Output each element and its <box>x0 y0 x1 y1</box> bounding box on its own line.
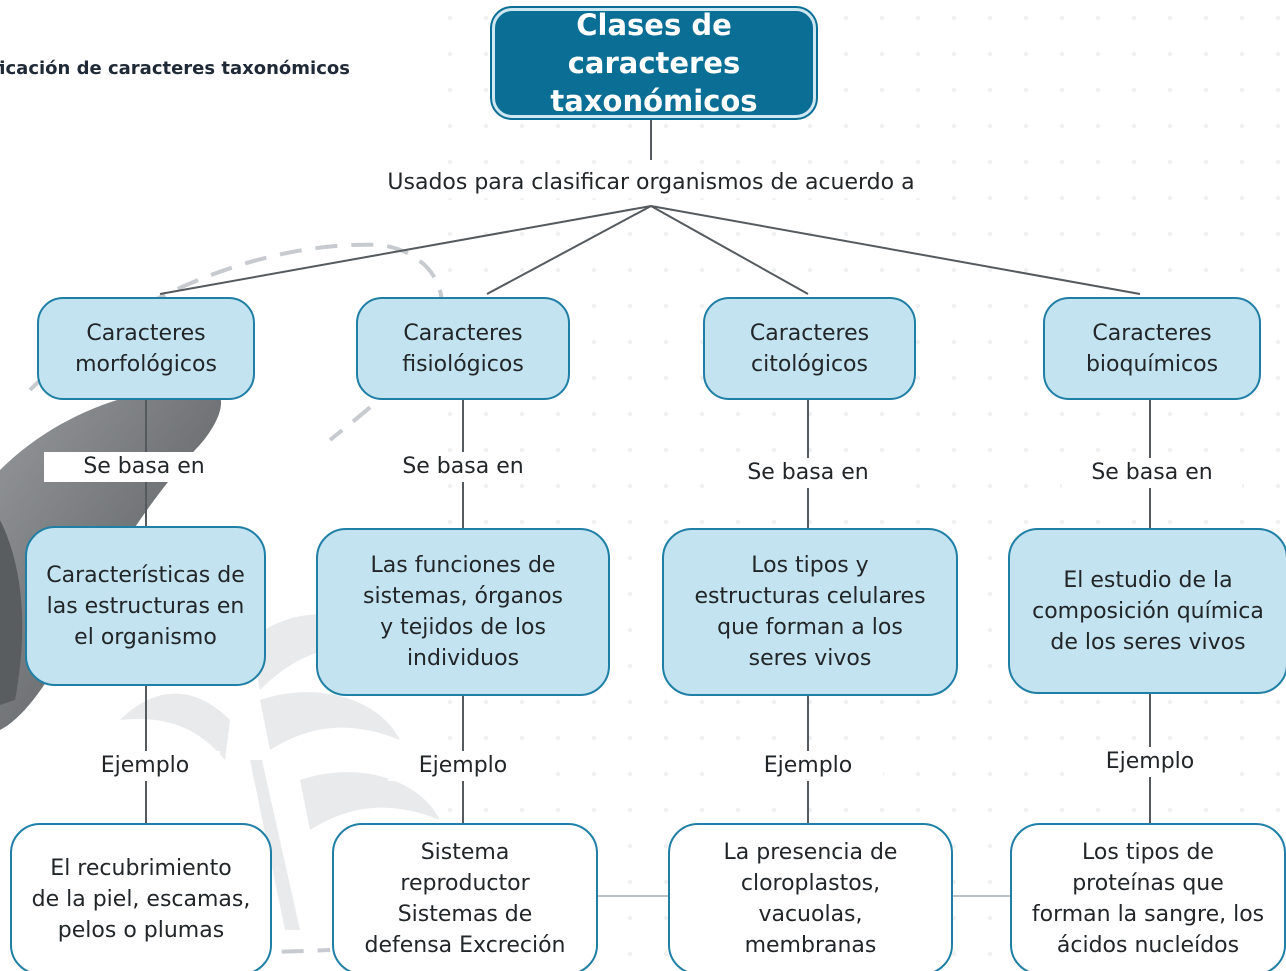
branch-line-3 <box>650 205 809 295</box>
category-label: Caracteres citológicos <box>749 320 870 377</box>
example-label: Los tipos de proteínas que forman la san… <box>1031 840 1265 958</box>
figure-caption: ificación de caracteres taxonómicos <box>0 58 350 79</box>
link-label-se-basa-en: Se basa en <box>718 458 898 488</box>
description-node-fisiologicos: Las funciones de sistemas, órganos y tej… <box>316 528 610 696</box>
link-label-ejemplo: Ejemplo <box>1075 747 1225 777</box>
description-node-morfologicos: Características de las estructuras en el… <box>25 526 266 686</box>
branch-line-1 <box>159 205 652 295</box>
link-label-ejemplo: Ejemplo <box>388 751 538 781</box>
example-node-morfologicos: El recubrimiento de la piel, escamas, pe… <box>10 823 272 971</box>
leaf-tip <box>0 520 23 705</box>
branch-line-4 <box>650 205 1141 295</box>
description-label: El estudio de la composición química de … <box>1032 567 1264 655</box>
example-label: El recubrimiento de la piel, escamas, pe… <box>31 855 251 943</box>
link-label-ejemplo: Ejemplo <box>733 751 883 781</box>
link-label-se-basa-en: Se basa en <box>44 452 244 482</box>
category-label: Caracteres bioquímicos <box>1085 320 1219 377</box>
category-label: Caracteres morfológicos <box>75 320 217 377</box>
example-node-citologicos: La presencia de cloroplastos, vacuolas, … <box>668 823 953 971</box>
link-label-ejemplo: Ejemplo <box>70 751 220 781</box>
category-node-morfologicos: Caracteres morfológicos <box>37 297 255 400</box>
description-label: Las funciones de sistemas, órganos y tej… <box>363 553 563 671</box>
title-node: Clases de caracteres taxonómicos <box>492 8 816 118</box>
description-node-bioquimicos: El estudio de la composición química de … <box>1008 528 1286 694</box>
description-label: Los tipos y estructuras celulares que fo… <box>694 553 926 671</box>
example-label: La presencia de cloroplastos, vacuolas, … <box>723 840 898 958</box>
example-label: Sistema reproductor Sistemas de defensa … <box>364 840 566 958</box>
link-label-se-basa-en: Se basa en <box>373 452 553 482</box>
root-link-label: Usados para clasificar organismos de acu… <box>360 168 942 198</box>
example-node-bioquimicos: Los tipos de proteínas que forman la san… <box>1010 823 1286 971</box>
category-node-citologicos: Caracteres citológicos <box>703 297 916 400</box>
dashed-arc-bottom <box>29 948 331 962</box>
palm-silhouette <box>120 614 440 930</box>
category-label: Caracteres fisiológicos <box>402 320 524 377</box>
link-label-se-basa-en: Se basa en <box>1062 458 1242 488</box>
description-label: Características de las estructuras en el… <box>46 562 245 650</box>
branch-line-2 <box>486 205 652 295</box>
category-node-bioquimicos: Caracteres bioquímicos <box>1043 297 1261 400</box>
category-node-fisiologicos: Caracteres fisiológicos <box>356 297 570 400</box>
description-node-citologicos: Los tipos y estructuras celulares que fo… <box>662 528 958 696</box>
example-node-fisiologicos: Sistema reproductor Sistemas de defensa … <box>332 823 598 971</box>
